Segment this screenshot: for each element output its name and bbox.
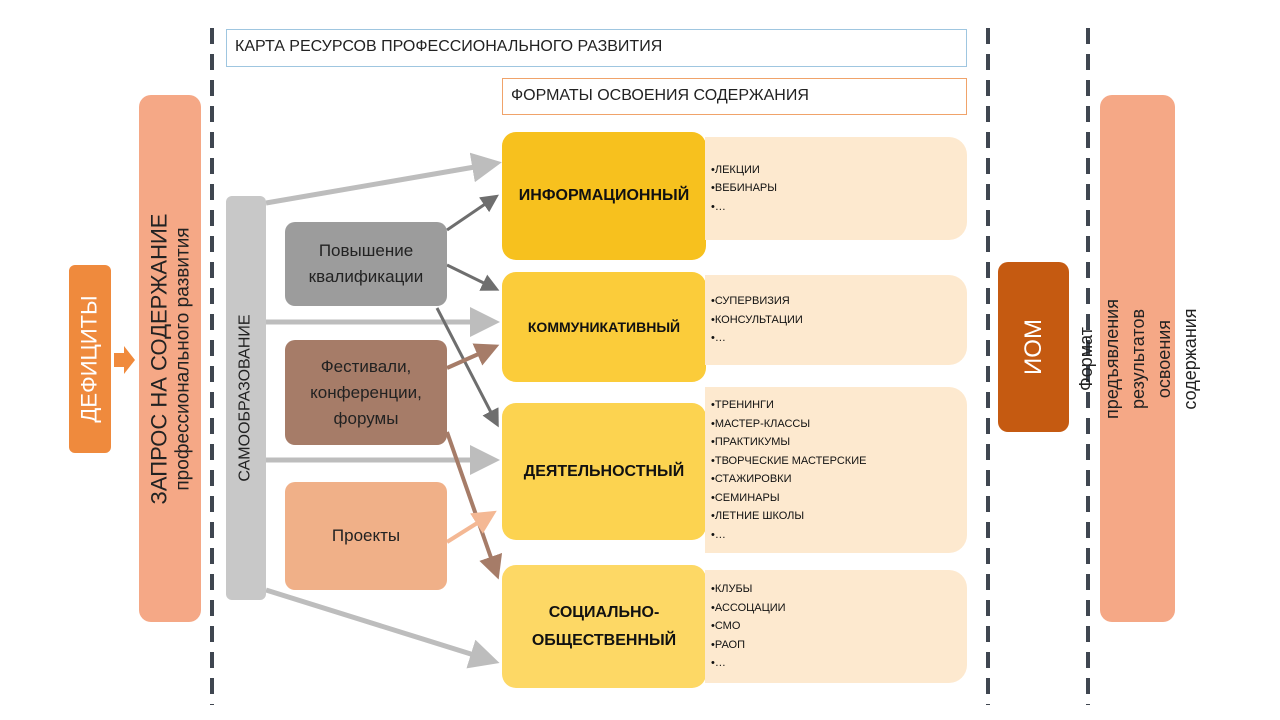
resource-map-title: КАРТА РЕСУРСОВ ПРОФЕССИОНАЛЬНОГО РАЗВИТИ… <box>226 29 967 67</box>
format-activity-items: •ТРЕНИНГИ•МАСТЕР-КЛАССЫ•ПРАКТИКУМЫ•ТВОРЧ… <box>705 387 967 553</box>
deficits-box: ДЕФИЦИТЫ <box>69 265 111 453</box>
dashed-dividers <box>210 28 1090 705</box>
iom-box: ИОМ <box>998 262 1069 432</box>
source-projects: Проекты <box>285 482 447 590</box>
format-informational: ИНФОРМАЦИОННЫЙ <box>502 132 706 260</box>
format-communicative: КОММУНИКАТИВНЫЙ <box>502 272 706 382</box>
source-qualification: Повышение квалификации <box>285 222 447 306</box>
arrow-right-icon <box>114 346 135 374</box>
format-communicative-items: •СУПЕРВИЗИЯ•КОНСУЛЬТАЦИИ•… <box>705 275 967 365</box>
result-format-box: Формат предъявления результатов освоения… <box>1076 95 1200 622</box>
format-informational-items: •ЛЕКЦИИ•ВЕБИНАРЫ•… <box>705 137 967 240</box>
deficits-label: ДЕФИЦИТЫ <box>77 295 102 423</box>
result-format-label: Формат предъявления результатов освоения… <box>1075 298 1200 419</box>
format-social-items: •КЛУБЫ•АССОЦАЦИИ•СМО•РАОП•… <box>705 570 967 683</box>
format-social: СОЦИАЛЬНО-ОБЩЕСТВЕННЫЙ <box>502 565 706 688</box>
formats-title: ФОРМАТЫ ОСВОЕНИЯ СОДЕРЖАНИЯ <box>502 78 967 115</box>
self-education-box: САМООБРАЗОВАНИЕ <box>226 196 266 600</box>
request-subtitle: профессионального развития <box>172 226 193 491</box>
request-title: ЗАПРОС НА СОДЕРЖАНИЕ <box>146 213 171 504</box>
source-festivals: Фестивали, конференции, форумы <box>285 340 447 445</box>
iom-label: ИОМ <box>1019 319 1047 375</box>
self-education-label: САМООБРАЗОВАНИЕ <box>237 314 254 482</box>
format-activity: ДЕЯТЕЛЬНОСТНЫЙ <box>502 403 706 540</box>
